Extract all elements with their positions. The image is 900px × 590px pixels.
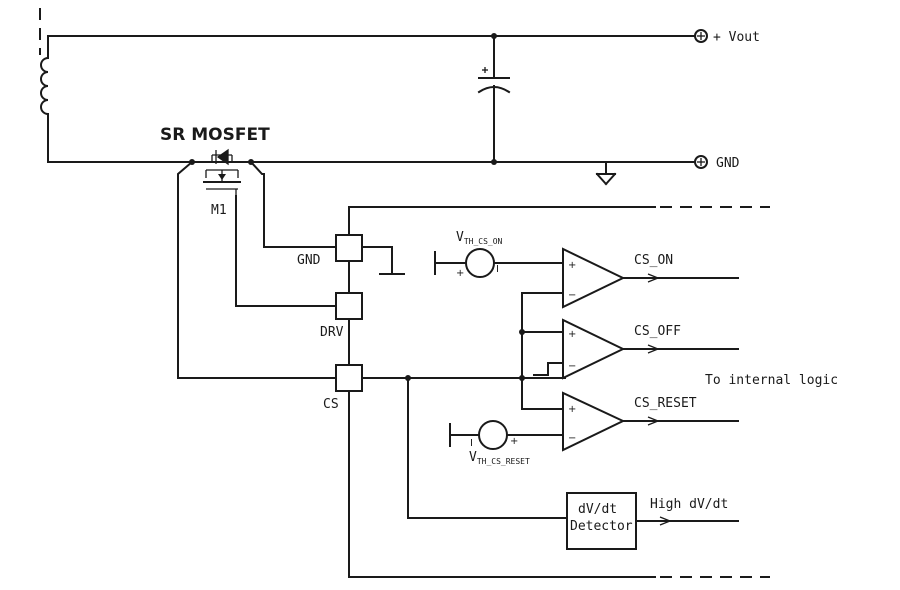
vth-reset-label: VTH_CS_RESET [469,450,530,466]
internal-logic-label: To internal logic [705,373,838,388]
svg-text:+: + [568,329,576,340]
vth-cs-reset-source: I + VTH_CS_RESET [449,420,564,466]
cs-reset-label: CS_RESET [634,396,697,411]
cs-on-label: CS_ON [634,253,673,268]
pin-gnd: GND [297,234,405,275]
svg-text:−: − [568,290,576,301]
comparator-cs-off: + − CS_OFF [533,318,739,380]
high-dvdt-label: High dV/dt [650,497,728,512]
pin-cs: CS [323,364,363,412]
vout-rail [47,33,695,39]
external-wiring [177,160,337,379]
output-capacitor [477,35,511,163]
comparator-cs-reset: + − CS_RESET [562,391,739,452]
detector-line1: dV/dt [578,502,617,517]
pin-drv-label: DRV [320,325,344,340]
dvdt-detector: dV/dt Detector High dV/dt [566,492,739,550]
svg-text:+: + [568,260,576,271]
ground-symbol [595,161,617,186]
vth-on-label: VTH_CS_ON [456,230,503,246]
svg-text:I: I [470,438,473,449]
transformer-secondary [39,8,50,163]
gnd-terminal: GND [694,155,740,171]
svg-text:I: I [496,264,499,275]
vout-terminal: + Vout [694,29,760,45]
m1-label: M1 [211,203,227,218]
vout-label: + Vout [713,30,760,45]
svg-text:−: − [568,433,576,444]
svg-text:+: + [568,404,576,415]
vth-cs-on-source: + I VTH_CS_ON [434,230,564,279]
svg-text:+: + [510,436,518,447]
cs-internal-net [361,292,568,519]
ground-rail [47,159,695,165]
sr-mosfet-m1: SR MOSFET M1 [160,125,270,218]
svg-text:+: + [456,268,464,279]
comparator-cs-on: + − CS_ON [562,247,739,309]
cs-off-label: CS_OFF [634,324,681,339]
pin-drv: DRV [320,292,363,340]
svg-text:−: − [568,361,576,372]
detector-line2: Detector [570,519,633,534]
pin-cs-label: CS [323,397,339,412]
gnd-out-label: GND [716,156,740,171]
pin-gnd-label: GND [297,253,321,268]
sr-mosfet-label: SR MOSFET [160,125,270,145]
